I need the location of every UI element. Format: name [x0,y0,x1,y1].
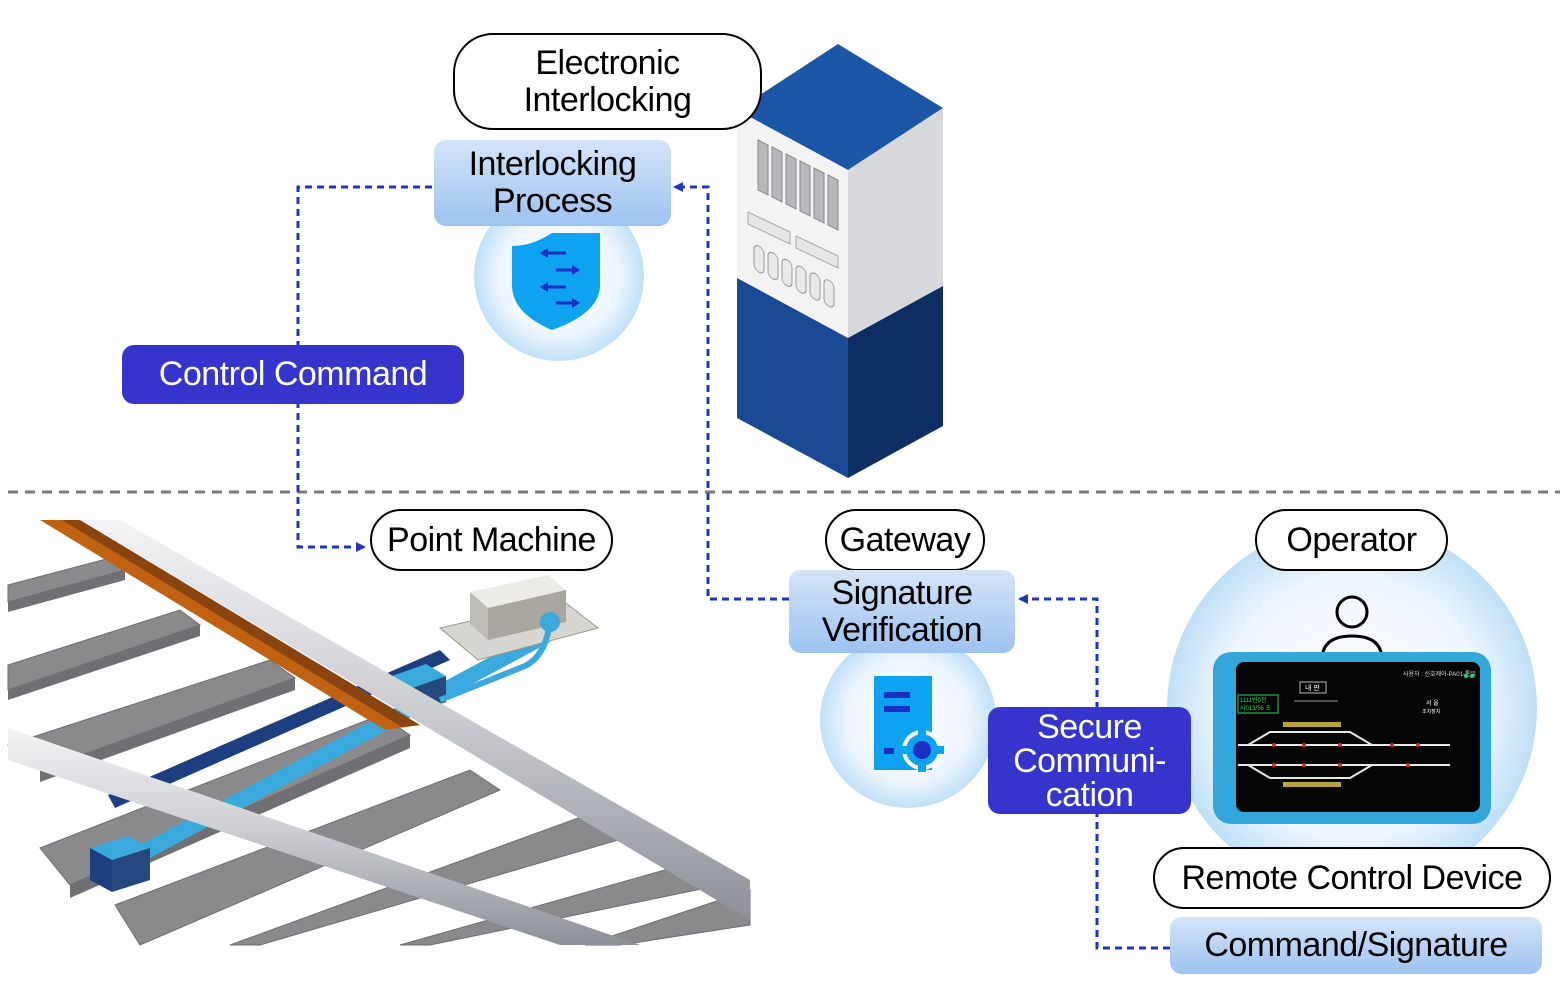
screen-status-1: 1111번0천 [1240,696,1266,704]
signature-verification-label: Signature Verification [789,570,1015,653]
connector-command-to-gateway [1018,594,1170,950]
electronic-interlocking-label: Electronic Interlocking [453,33,762,130]
shield-arrows-icon [512,233,600,330]
point-machine-device [438,575,600,703]
screen-right-2: 조치장치 [1422,708,1440,715]
point-machine-label: Point Machine [370,509,613,571]
server-gear-icon [874,676,944,772]
screen-status-2: 사013/56 초 [1240,704,1272,712]
screen-right-1: 서 울 [1426,699,1439,707]
operator-label: Operator [1255,509,1448,571]
remote-control-device-screen: 사용자 : 신호제어-PA01-통일 내 판 1111번0천 사013/56 초… [1213,652,1491,824]
server-cabinet-icon [737,44,943,478]
screen-user-line: 사용자 : 신호제어-PA01-통일 [1403,670,1476,678]
gateway-label: Gateway [825,509,985,571]
person-icon [1320,595,1384,661]
control-command-label: Control Command [122,345,464,404]
connector-signature-to-interlocking [673,182,789,601]
command-signature-label: Command/Signature [1170,917,1542,974]
remote-control-device-label: Remote Control Device [1153,847,1551,909]
interlocking-process-label: Interlocking Process [434,140,671,226]
screen-center-tag: 내 판 [1305,683,1320,692]
secure-communication-label: Secure Communi- cation [988,707,1191,814]
railway-track [6,520,751,946]
